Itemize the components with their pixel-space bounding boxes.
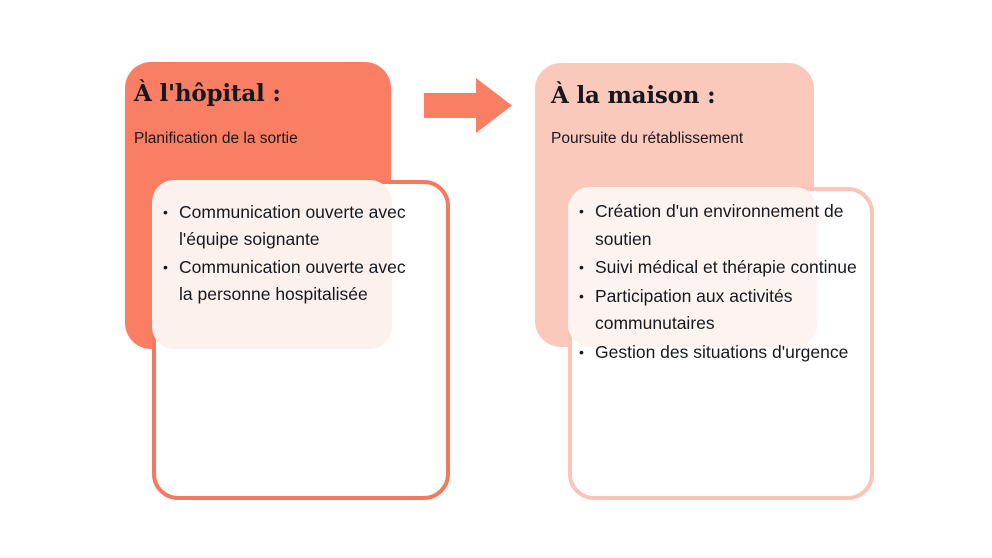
hospital-card-title: À l'hôpital : xyxy=(134,80,281,107)
list-item: Communication ouverte avec la personne h… xyxy=(162,254,420,308)
list-item: Participation aux activités communutaire… xyxy=(578,283,858,338)
hospital-card-subtitle: Planification de la sortie xyxy=(134,130,298,147)
list-item: Communication ouverte avec l'équipe soig… xyxy=(162,199,420,253)
maison-bullet-list: Création d'un environnement de soutien S… xyxy=(578,198,858,367)
hospital-bullet-list: Communication ouverte avec l'équipe soig… xyxy=(162,199,420,309)
list-item: Suivi médical et thérapie continue xyxy=(578,254,858,282)
list-item: Gestion des situations d'urgence xyxy=(578,339,858,367)
list-item: Création d'un environnement de soutien xyxy=(578,198,858,253)
maison-card-title: À la maison : xyxy=(551,82,716,109)
maison-card-subtitle: Poursuite du rétablissement xyxy=(551,130,744,147)
arrow-right-icon xyxy=(424,78,514,133)
